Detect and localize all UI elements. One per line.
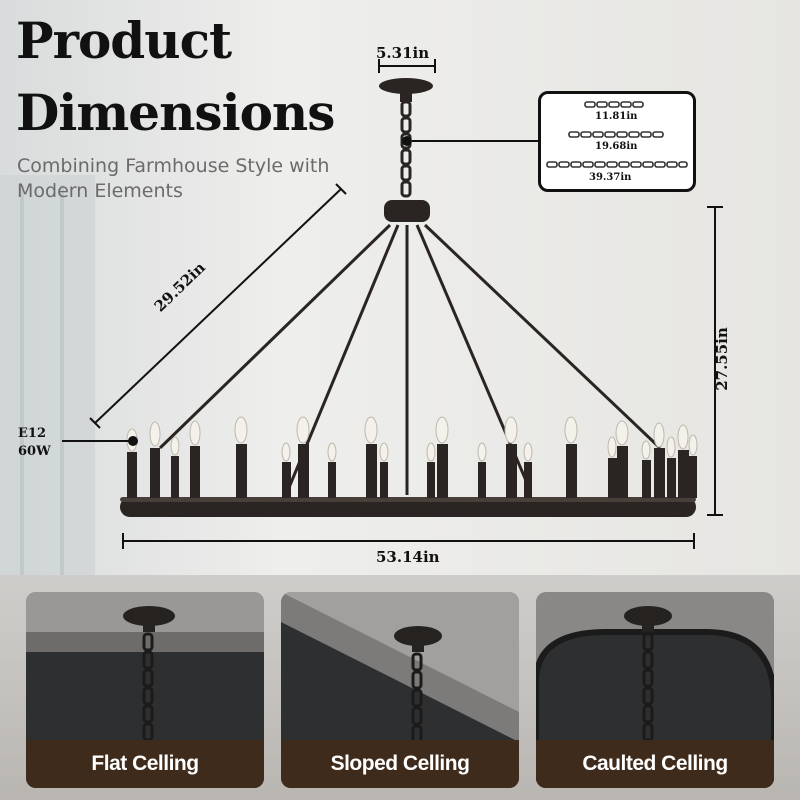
bulb-wattage-label: 60W [18, 444, 51, 459]
arm-dimension-line [89, 183, 347, 429]
ceiling-label-caulted: Caulted Celling [536, 740, 774, 788]
chain-option-2: 19.68in [595, 141, 638, 152]
window-left [0, 175, 95, 575]
candle-bulbs [126, 416, 698, 462]
chain-pointer-dot [402, 136, 412, 146]
chain-length-callout: 11.81in 19.68in 39.37in [538, 91, 696, 192]
bulb-type-label: E12 [18, 426, 46, 441]
page-title-line2: Dimensions [16, 83, 335, 142]
ceiling-panel-sloped: Sloped Celling [281, 592, 519, 788]
bulb-pointer-dot [128, 436, 138, 446]
ceiling-label-sloped: Sloped Celling [281, 740, 519, 788]
diameter-label: 53.14in [376, 548, 440, 566]
center-hub [384, 200, 430, 222]
ceiling-panel-caulted: Caulted Celling [536, 592, 774, 788]
candle-sockets [127, 444, 697, 498]
ceiling-panel-flat: Flat Celling [26, 592, 264, 788]
width-dimension-line [122, 533, 695, 549]
ceiling-canopy [379, 78, 433, 94]
page-subtitle: Combining Farmhouse Style with Modern El… [17, 155, 330, 202]
chain [400, 100, 412, 198]
height-dimension-line [707, 206, 723, 516]
chain-samples-icon [546, 101, 688, 168]
chain-option-1: 11.81in [595, 111, 638, 122]
chain-option-3: 39.37in [589, 172, 632, 183]
canopy-dimension-line [378, 59, 436, 73]
height-label: 27.55in [712, 327, 731, 391]
page-title-line1: Product [16, 11, 232, 70]
ceiling-label-flat: Flat Celling [26, 740, 264, 788]
canopy-width-label: 5.31in [376, 44, 430, 62]
